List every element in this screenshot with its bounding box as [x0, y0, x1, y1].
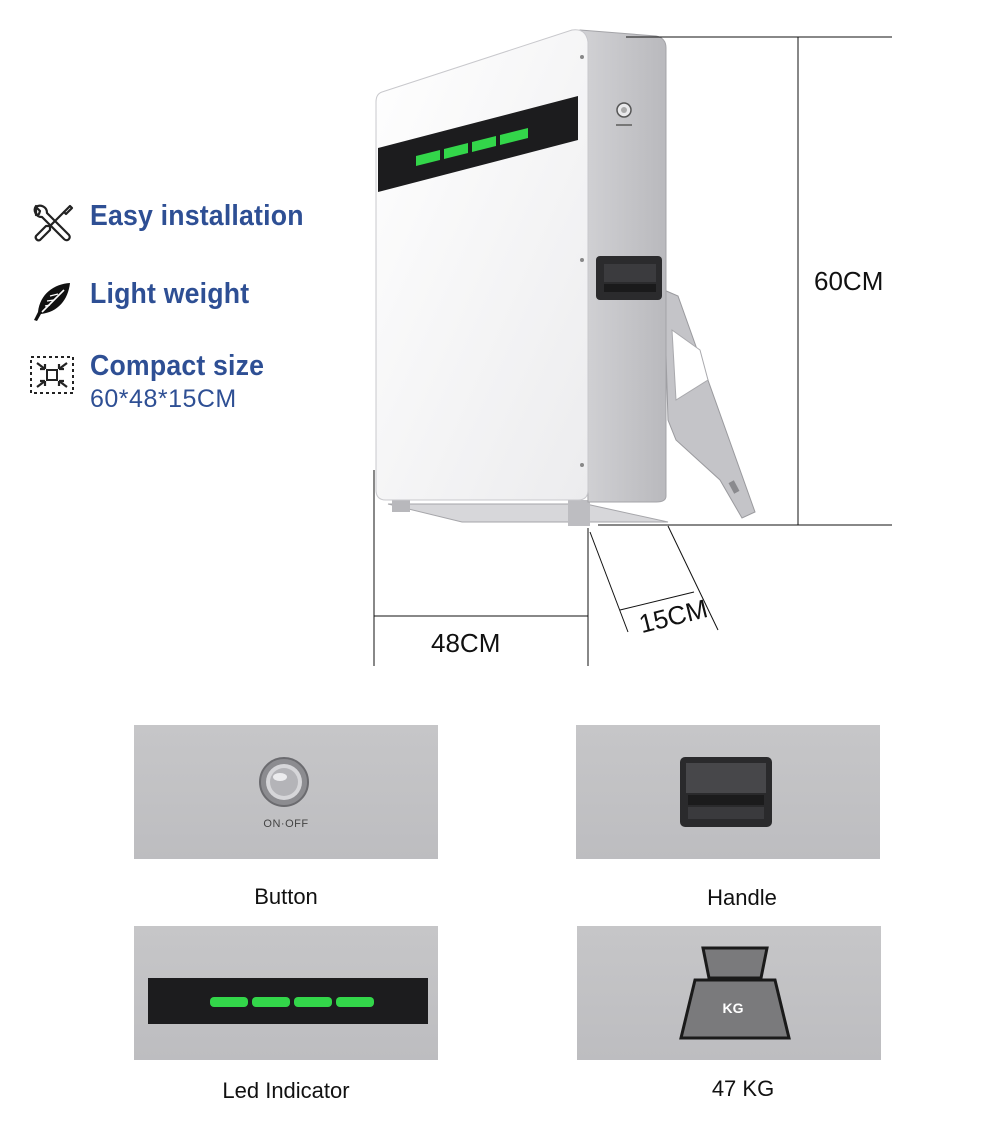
side-handle — [596, 256, 662, 300]
feature-easy-installation: Easy installation — [28, 200, 322, 248]
dimension-lines — [373, 36, 892, 666]
feather-icon — [34, 283, 70, 321]
feature-title: Easy installation — [90, 200, 304, 232]
caption-button: Button — [254, 884, 318, 909]
caption-led-indicator: Led Indicator — [222, 1078, 350, 1103]
led-indicator-icon — [148, 978, 428, 1024]
weight-icon-label: KG — [722, 1000, 744, 1016]
caption-weight: 47 KG — [711, 1076, 775, 1101]
battery-front-panel — [375, 29, 589, 501]
compact-size-icon — [30, 356, 74, 394]
product-illustration — [373, 29, 892, 666]
wall-bracket — [663, 289, 756, 519]
detail-card-button: ON·OFF — [134, 725, 438, 859]
feature-light-weight: Light weight — [28, 278, 263, 326]
feature-subtitle: 60*48*15CM — [90, 385, 237, 413]
power-button — [616, 102, 632, 126]
led-bars — [416, 128, 528, 166]
button-label: ON·OFF — [263, 818, 309, 830]
feature-title: Compact size — [90, 350, 265, 382]
weight-kg-icon — [679, 946, 791, 1040]
feature-title: Light weight — [90, 278, 250, 310]
height-dimension-label: 60CM — [814, 266, 884, 296]
caption-handle: Handle — [707, 885, 777, 910]
detail-card-handle — [576, 725, 880, 859]
detail-card-led — [134, 926, 438, 1060]
width-dimension-label: 48CM — [431, 628, 501, 658]
feature-compact-size: Compact size 60*48*15CM — [28, 350, 279, 414]
tools-icon — [33, 204, 74, 242]
handle-icon — [680, 757, 772, 827]
detail-card-weight: KG — [577, 926, 881, 1060]
